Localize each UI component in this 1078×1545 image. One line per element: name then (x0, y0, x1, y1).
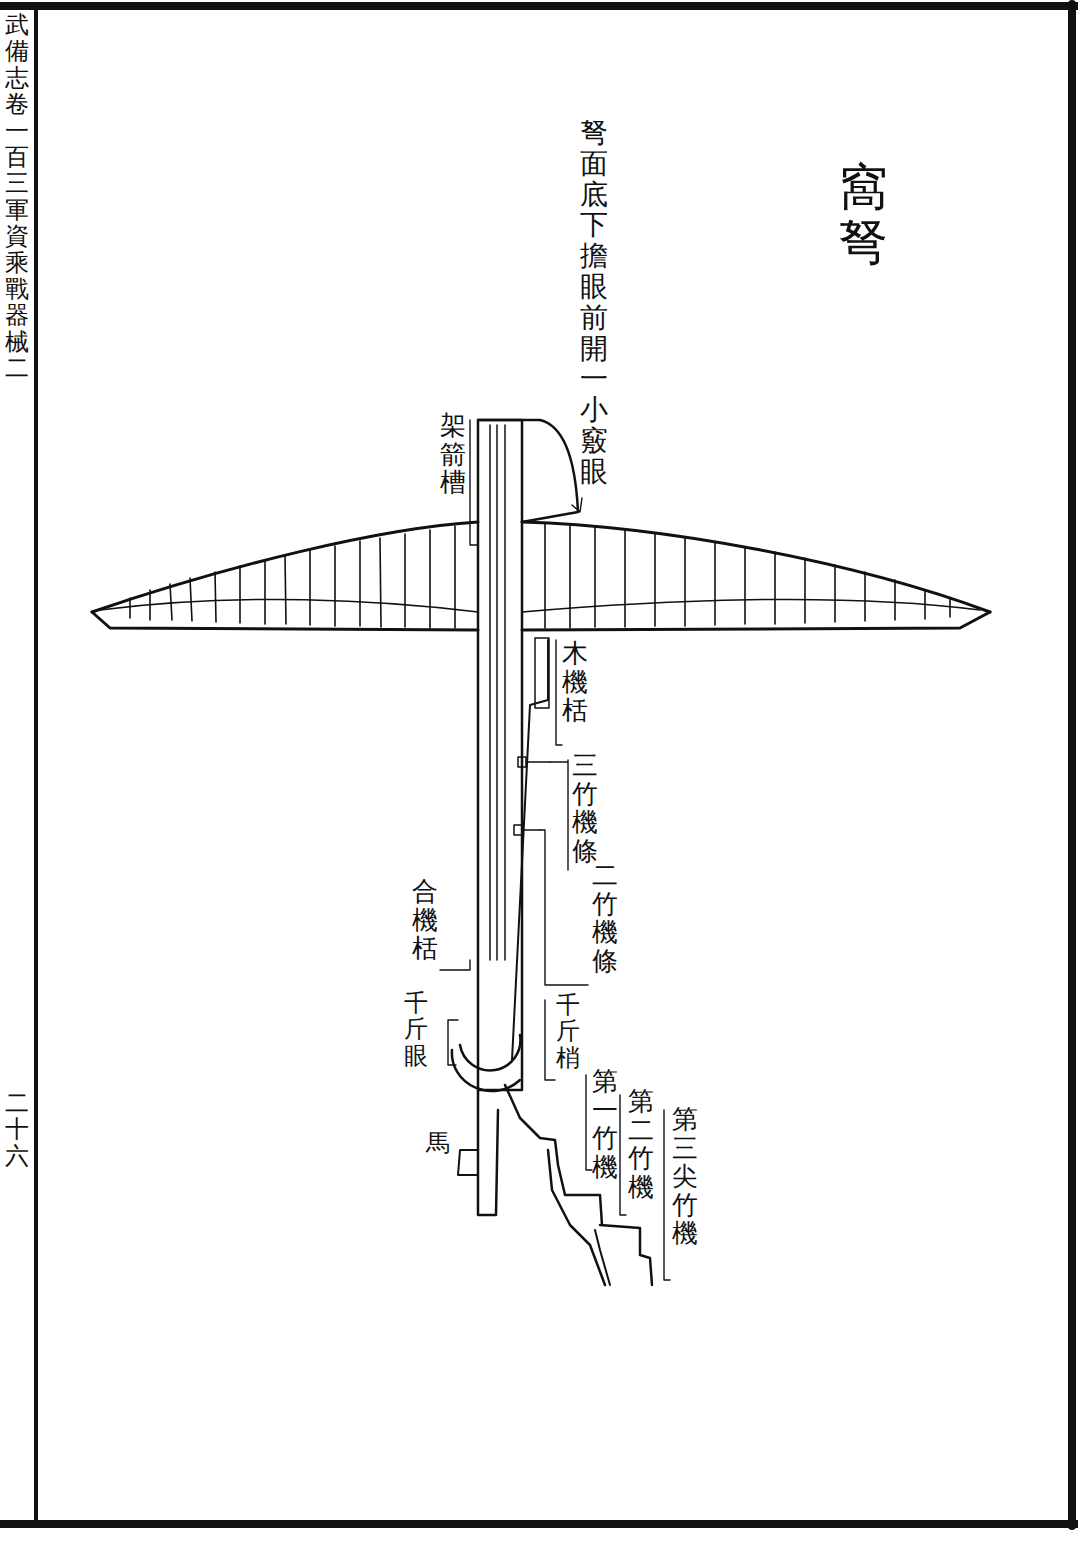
part-label: 架箭槽 (440, 412, 466, 498)
part-label: 合機栝 (412, 878, 438, 964)
part-label: 弩面底下擔眼前開一小竅眼 (580, 118, 608, 488)
part-label: 千斤眼 (404, 990, 428, 1069)
part-label: 第二竹機 (628, 1088, 654, 1202)
part-label: 馬 (426, 1130, 450, 1156)
part-label: 第三尖竹機 (672, 1106, 698, 1249)
page-number: 二十六 (5, 1090, 29, 1169)
part-label: 第一竹機 (592, 1068, 618, 1182)
part-label: 木機栝 (562, 640, 588, 726)
part-label: 千斤梢 (556, 992, 580, 1071)
margin-text: 武備志卷一百三 軍資乘 戰 器械二 (5, 12, 29, 381)
part-label: 二竹機條 (592, 862, 618, 976)
part-label: 三竹機條 (572, 752, 598, 866)
title: 窩弩 (838, 160, 888, 270)
